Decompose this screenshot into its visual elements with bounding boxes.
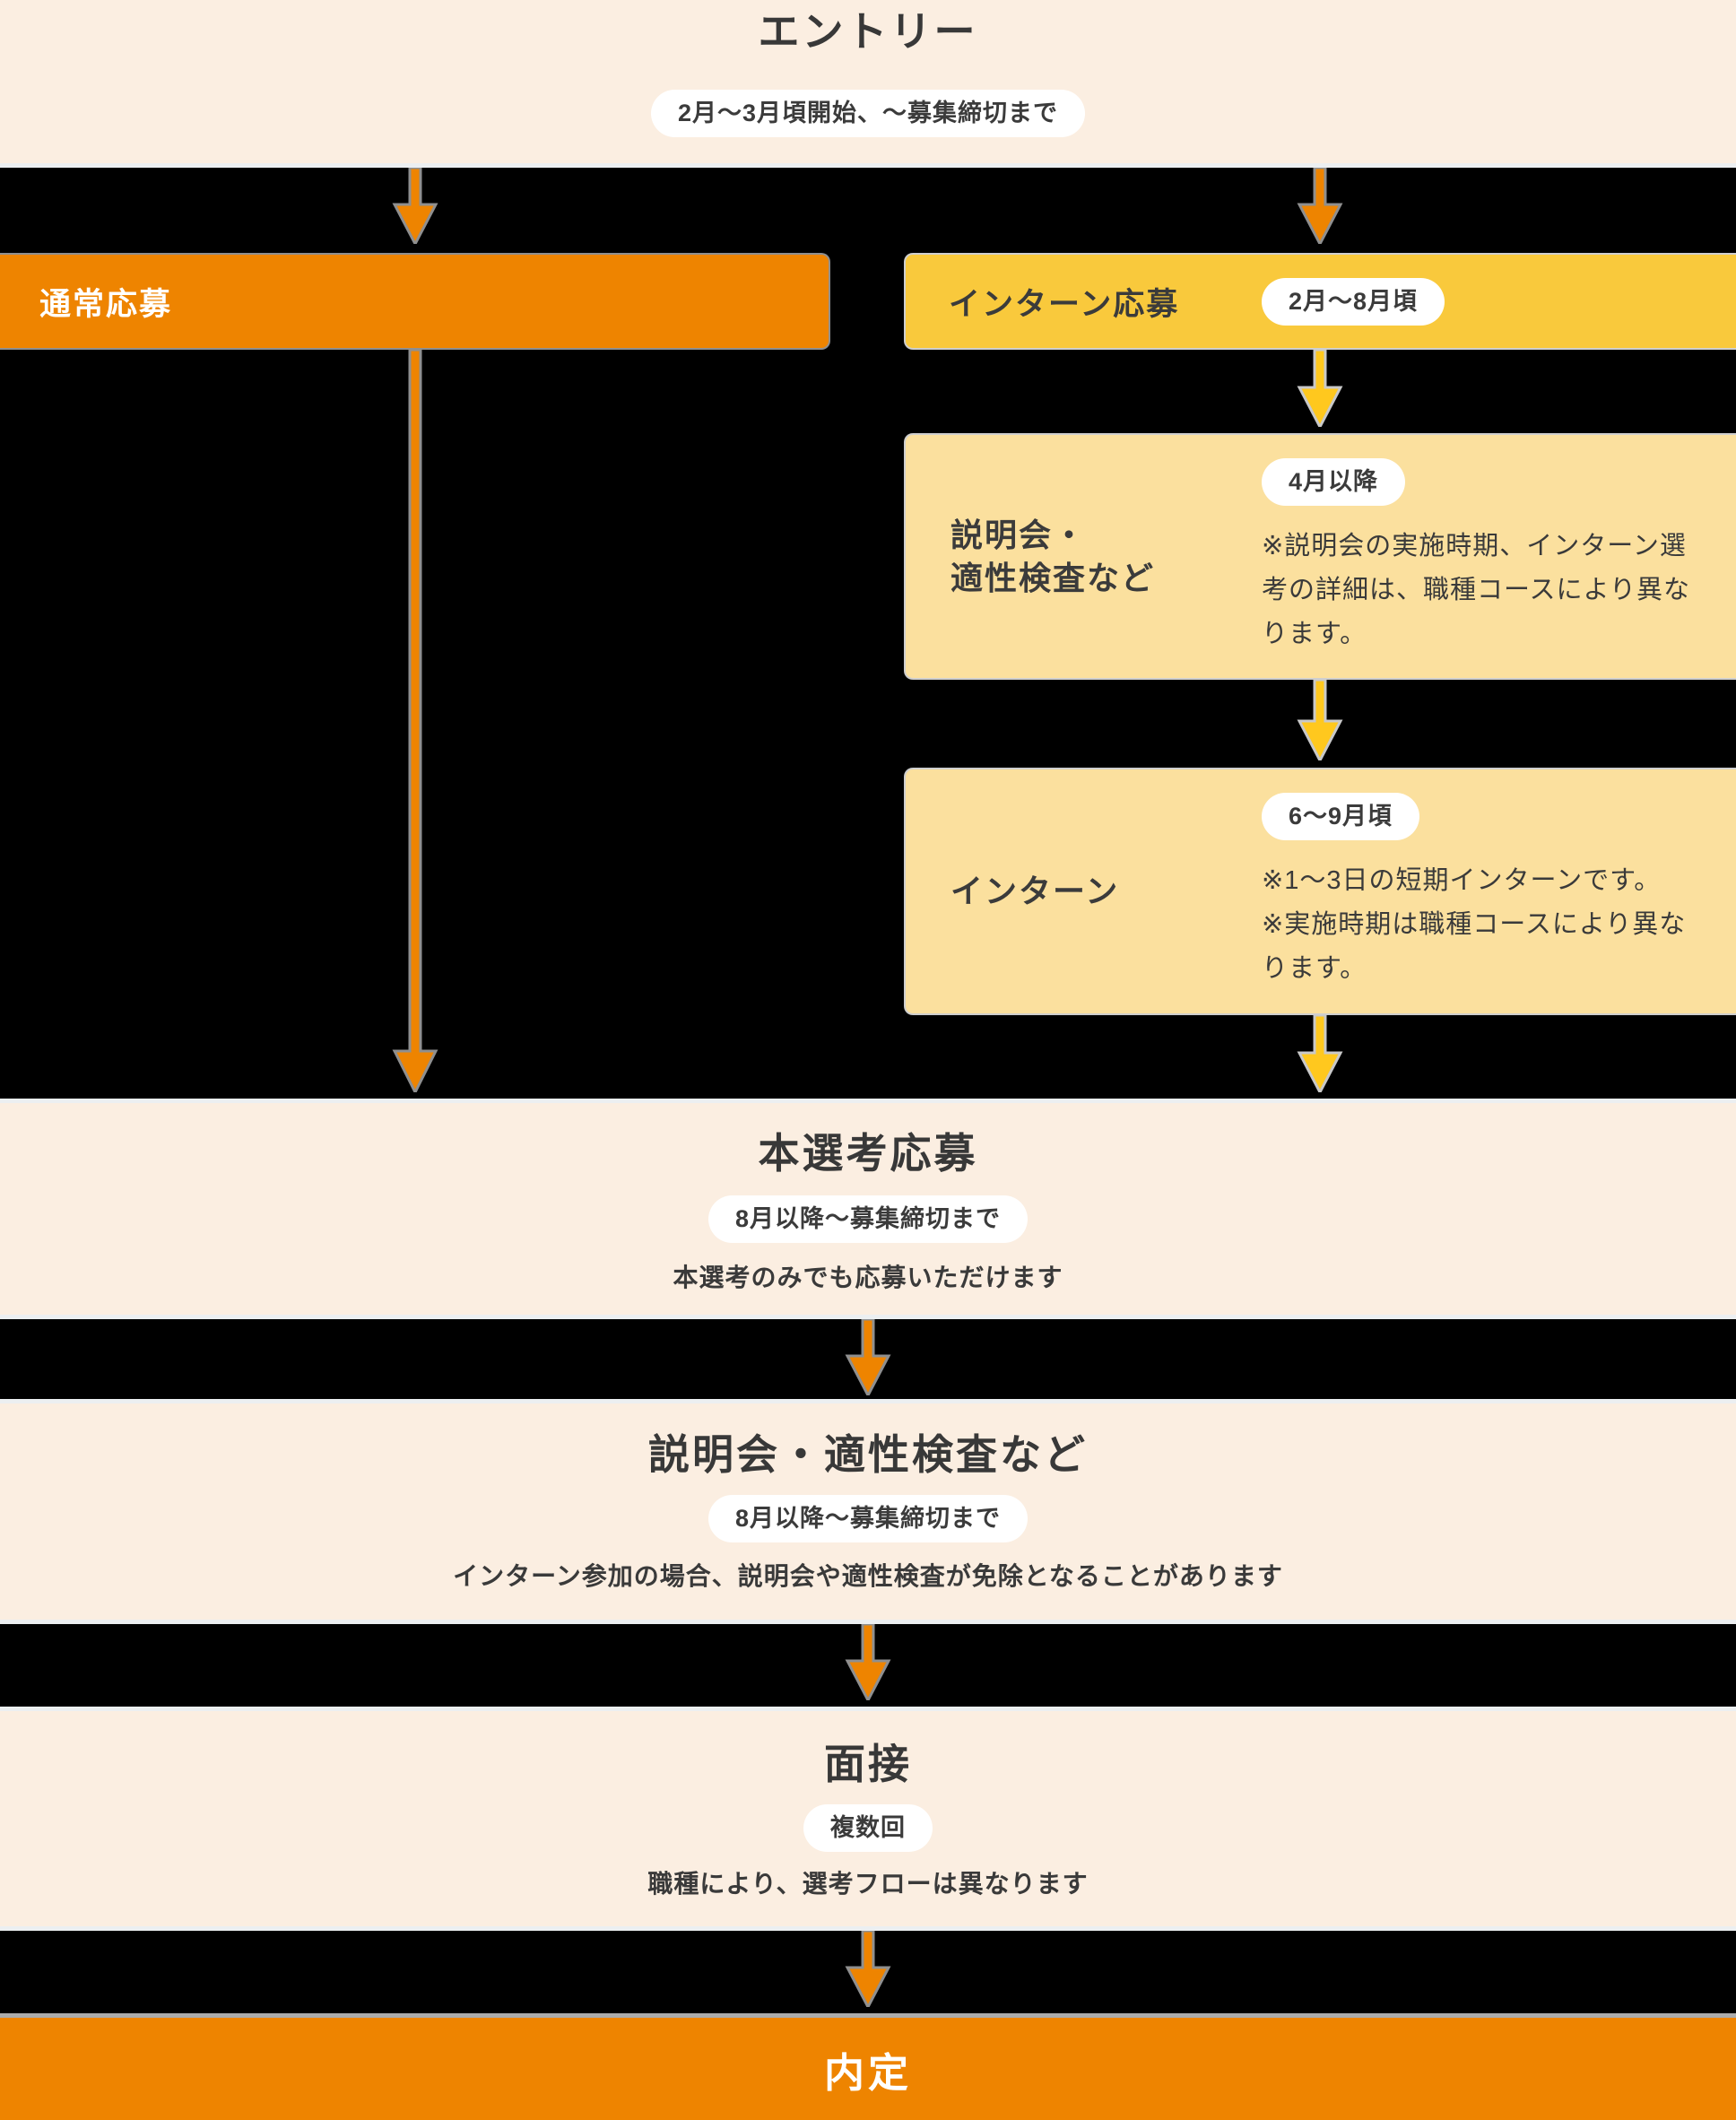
main-selection-period-badge: 8月以降〜募集締切まで: [707, 1195, 1029, 1243]
intern-session-note-line1: ※説明会の実施時期、インターン選: [1262, 532, 1687, 560]
intern-session-note-line2: 考の詳細は、職種コースにより異な: [1262, 576, 1690, 604]
interview-section: 面接 複数回 職種により、選考フローは異なります: [0, 1707, 1736, 1931]
arrow-down-icon: [845, 1624, 891, 1700]
intern-session-box-title-line1: 説明会・: [950, 516, 1088, 553]
intern-session-notes: ※説明会の実施時期、インターン選 考の詳細は、職種コースにより異な ります。: [1262, 525, 1690, 656]
intern-session-box: 説明会・ 適性検査など 4月以降 ※説明会の実施時期、インターン選 考の詳細は、…: [904, 433, 1736, 680]
intern-box-note-line2: ※実施時期は職種コースにより異な: [1262, 910, 1687, 939]
intern-box-note-line1: ※1〜3日の短期インターンです。: [1262, 866, 1662, 895]
arrow-down-icon: [845, 1319, 891, 1395]
arrow-down-icon: [1297, 1015, 1343, 1092]
intern-period-badge: 6〜9月頃: [1262, 793, 1420, 840]
intern-session-box-title-line2: 適性検査など: [950, 559, 1156, 596]
intern-session-period-badge: 4月以降: [1262, 458, 1406, 506]
screening-section: 説明会・適性検査など 8月以降〜募集締切まで インターン参加の場合、説明会や適性…: [0, 1399, 1736, 1624]
intern-box-notes: ※1〜3日の短期インターンです。 ※実施時期は職種コースにより異な ります。: [1262, 859, 1686, 991]
intern-route-bar: インターン応募 2月〜8月頃: [904, 253, 1736, 350]
normal-route-connector-arrow-icon: [392, 350, 438, 1092]
intern-box: インターン 6〜9月頃 ※1〜3日の短期インターンです。 ※実施時期は職種コース…: [904, 768, 1736, 1015]
main-selection-title: 本選考応募: [758, 1130, 978, 1177]
arrow-down-icon: [1297, 168, 1343, 244]
normal-route-label: 通常応募: [39, 286, 173, 322]
intern-box-title-wrap: インターン: [950, 769, 1119, 1013]
screening-period-badge: 8月以降〜募集締切まで: [707, 1495, 1029, 1542]
main-selection-section: 本選考応募 8月以降〜募集締切まで 本選考のみでも応募いただけます: [0, 1099, 1736, 1319]
normal-route-bar: 通常応募: [0, 253, 830, 350]
intern-route-period-badge: 2月〜8月頃: [1262, 278, 1445, 326]
intern-box-note-line3: ります。: [1262, 954, 1367, 983]
intern-session-box-title: 説明会・ 適性検査など: [950, 435, 1155, 678]
entry-title: エントリー: [758, 8, 978, 55]
arrow-down-icon: [1297, 350, 1343, 427]
interview-title: 面接: [824, 1741, 912, 1787]
intern-box-title: インターン: [950, 873, 1120, 909]
offer-bar: 内定: [0, 2013, 1736, 2120]
interview-count-badge: 複数回: [803, 1804, 933, 1852]
intern-route-label: インターン応募: [949, 286, 1180, 322]
entry-period-badge: 2月〜3月頃開始、〜募集締切まで: [650, 90, 1086, 137]
arrow-down-icon: [1297, 680, 1343, 760]
arrow-down-icon: [392, 168, 438, 244]
intern-session-note-line3: ります。: [1262, 620, 1367, 648]
interview-note: 職種により、選考フローは異なります: [647, 1870, 1089, 1898]
arrow-down-icon: [845, 1931, 891, 2007]
main-selection-note: 本選考のみでも応募いただけます: [673, 1264, 1063, 1291]
entry-section: エントリー 2月〜3月頃開始、〜募集締切まで: [0, 0, 1736, 168]
offer-label: 内定: [823, 2049, 912, 2096]
screening-note: インターン参加の場合、説明会や適性検査が免除となることがあります: [453, 1562, 1283, 1590]
screening-title: 説明会・適性検査など: [648, 1431, 1088, 1478]
